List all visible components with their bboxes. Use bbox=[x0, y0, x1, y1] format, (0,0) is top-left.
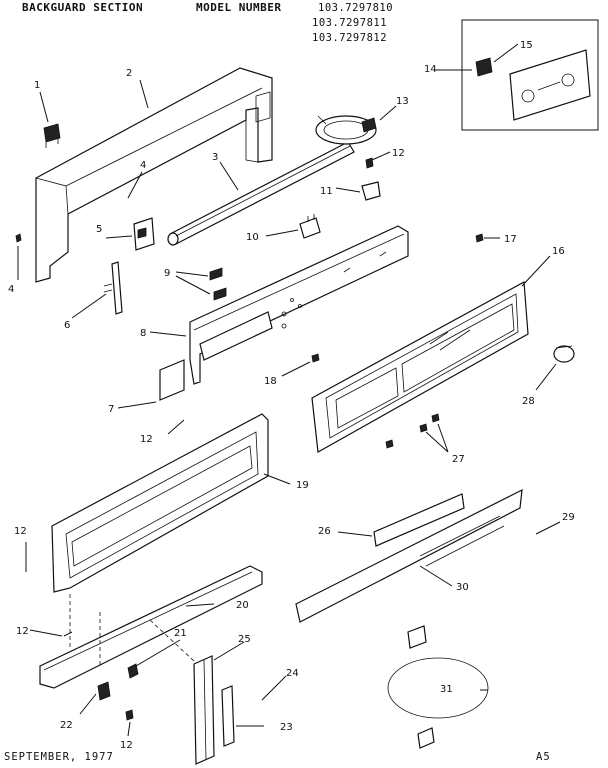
callout-11: 11 bbox=[320, 186, 333, 197]
callout-9: 9 bbox=[164, 268, 170, 279]
callout-17: 17 bbox=[504, 234, 517, 245]
screw-part-17 bbox=[475, 233, 484, 243]
screws-part-9 bbox=[209, 267, 227, 301]
trim-strip-part bbox=[295, 488, 523, 623]
callout-21: 21 bbox=[174, 628, 187, 639]
callout-5: 5 bbox=[96, 224, 102, 235]
small-strip-part bbox=[221, 685, 235, 747]
lamp-holder-part bbox=[361, 157, 381, 201]
callout-24: 24 bbox=[286, 668, 299, 679]
leader-lines bbox=[17, 43, 561, 737]
callout-12-left: 12 bbox=[14, 526, 27, 537]
control-panel-part bbox=[189, 225, 409, 385]
section-title: BACKGUARD SECTION bbox=[22, 1, 144, 14]
callout-4-lower: 4 bbox=[8, 284, 14, 295]
callout-13: 13 bbox=[396, 96, 409, 107]
footer-date: SEPTEMBER, 1977 bbox=[4, 751, 114, 763]
callout-12-mid: 12 bbox=[140, 434, 153, 445]
callout-31: 31 bbox=[440, 684, 453, 695]
model-number-1: 103.7297810 bbox=[318, 2, 394, 14]
callout-4-upper: 4 bbox=[140, 160, 146, 171]
screw-part-4 bbox=[15, 233, 22, 243]
backguard-cover-part bbox=[35, 67, 273, 283]
callout-27: 27 bbox=[452, 454, 465, 465]
model-number-label: MODEL NUMBER bbox=[196, 1, 282, 14]
callout-12-top: 12 bbox=[392, 148, 405, 159]
bracket-part-26 bbox=[373, 493, 465, 547]
screw-part-18 bbox=[311, 353, 320, 363]
callout-28: 28 bbox=[522, 396, 535, 407]
footer-page: A5 bbox=[536, 751, 551, 763]
callout-3: 3 bbox=[212, 152, 218, 163]
callout-16: 16 bbox=[552, 246, 565, 257]
callout-8: 8 bbox=[140, 328, 146, 339]
callout-12-lower: 12 bbox=[16, 626, 29, 637]
switch-panel-assembly bbox=[461, 19, 599, 131]
callout-22: 22 bbox=[60, 720, 73, 731]
callout-18: 18 bbox=[264, 376, 277, 387]
callout-7: 7 bbox=[108, 404, 114, 415]
screws-part-27 bbox=[385, 413, 440, 449]
callout-23: 23 bbox=[280, 722, 293, 733]
vertical-strip-part bbox=[193, 655, 215, 765]
callout-15: 15 bbox=[520, 40, 533, 51]
model-number-2: 103.7297811 bbox=[312, 17, 388, 29]
circular-lamp-part bbox=[315, 115, 377, 145]
callout-25: 25 bbox=[238, 634, 251, 645]
callout-19: 19 bbox=[296, 480, 309, 491]
fluorescent-tube-part bbox=[167, 141, 355, 246]
callout-numbers: 1 2 3 4 4 5 6 7 8 9 10 11 12 13 14 15 16… bbox=[8, 40, 575, 751]
back-panel-part bbox=[51, 413, 269, 593]
callout-29: 29 bbox=[562, 512, 575, 523]
connector-part bbox=[299, 214, 321, 239]
callout-20: 20 bbox=[236, 600, 249, 611]
window-frame-part bbox=[311, 281, 529, 453]
callout-2: 2 bbox=[126, 68, 132, 79]
switch-part bbox=[43, 123, 61, 148]
callout-12-bottom: 12 bbox=[120, 740, 133, 751]
mounting-plate-part bbox=[159, 359, 185, 401]
model-number-3: 103.7297812 bbox=[312, 32, 388, 44]
callout-10: 10 bbox=[246, 232, 259, 243]
callout-30: 30 bbox=[456, 582, 469, 593]
callout-26: 26 bbox=[318, 526, 331, 537]
shelf-part bbox=[39, 565, 263, 689]
bracket-part bbox=[133, 217, 155, 251]
callout-1: 1 bbox=[34, 80, 40, 91]
power-cord-part bbox=[387, 625, 489, 749]
callout-14: 14 bbox=[424, 64, 437, 75]
knob-part bbox=[553, 345, 575, 363]
callout-6: 6 bbox=[64, 320, 70, 331]
strip-part bbox=[103, 261, 123, 315]
small-parts-21-22 bbox=[97, 663, 139, 721]
